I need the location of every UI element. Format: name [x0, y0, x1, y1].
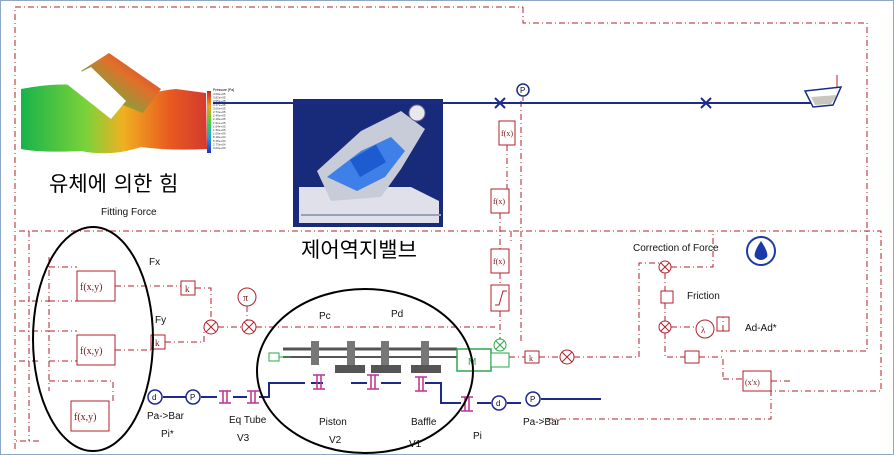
valve-cad-image	[293, 99, 443, 227]
pc-label: Pc	[319, 311, 331, 322]
svg-text:f(x,y): f(x,y)	[80, 346, 103, 357]
v3-label: V3	[237, 433, 250, 444]
korean-valve-title: 제어역지밸브	[301, 238, 417, 262]
baffle-label: Baffle	[411, 417, 437, 428]
correction-of-force-label: Correction of Force	[633, 243, 719, 254]
cfd-pressure-image	[21, 53, 211, 154]
svg-text:f(x,y): f(x,y)	[80, 282, 103, 293]
pd-label: Pd	[391, 309, 403, 320]
svg-text:P: P	[530, 395, 535, 404]
svg-text:P: P	[520, 86, 525, 95]
legend-title: Pressure [Pa]	[213, 88, 234, 92]
mass-block: M	[456, 338, 510, 372]
main-hydraulic-line	[213, 75, 843, 109]
fitting-force-ellipse	[32, 226, 154, 452]
pi-label: Pi	[473, 431, 482, 442]
legend-value: 2.73e+04	[213, 142, 226, 146]
v1-label: V1	[409, 439, 422, 450]
fx-label: Fx	[149, 257, 160, 268]
legend-value: 2.46e+05	[213, 114, 226, 118]
fy-label: Fy	[155, 315, 166, 326]
valve-mechanism	[268, 341, 457, 373]
sum-junction-1	[203, 319, 219, 335]
pi-star-label: Pi*	[161, 429, 174, 440]
pa-bar-left-label: Pa->Bar	[147, 411, 185, 422]
svg-text:k: k	[155, 338, 160, 348]
fx-block-3: f(x)	[490, 248, 510, 274]
pa-bar-right-label: Pa->Bar	[523, 417, 561, 428]
fx-block-2: f(x)	[490, 188, 510, 214]
sum-junction-2	[241, 319, 257, 335]
legend-value: 1.09e+05	[213, 132, 226, 136]
svg-text:f(x): f(x)	[493, 197, 505, 206]
hydraulic-oil-icon	[746, 236, 776, 266]
v2-label: V2	[329, 435, 342, 446]
korean-force-title: 유체에 의한 힘	[49, 172, 178, 196]
gain-block-mid: k	[524, 350, 540, 364]
svg-text:f(x): f(x)	[493, 257, 505, 266]
legend-value: 1.91e+05	[213, 121, 226, 125]
signal-lines-outer	[14, 6, 882, 449]
svg-text:k: k	[185, 284, 190, 294]
pi-constant-block: π	[237, 287, 257, 307]
svg-text:k: k	[529, 354, 533, 363]
legend-value: 4.09e+05	[213, 92, 226, 96]
valve-mechanism-ellipse	[256, 288, 474, 454]
legend-value: 3.00e+05	[213, 106, 226, 110]
svg-text:f(x): f(x)	[501, 129, 513, 138]
legend-value: 3.27e+05	[213, 103, 226, 107]
svg-text:π: π	[243, 293, 248, 304]
legend-value: 3.55e+05	[213, 99, 226, 103]
pressure-legend: Pressure [Pa]4.09e+053.82e+053.55e+053.2…	[213, 88, 234, 150]
fx-block-1: f(x)	[498, 120, 516, 146]
sum-junction-3	[559, 349, 575, 365]
svg-text:P: P	[190, 393, 195, 402]
ad-ad-label: Ad-Ad*	[745, 323, 777, 334]
legend-value: 3.82e+05	[213, 96, 226, 100]
svg-text:λ: λ	[701, 325, 706, 335]
legend-value: 0.00e+00	[213, 146, 226, 150]
fitting-force-label: Fitting Force	[101, 207, 157, 218]
legend-value: 2.18e+05	[213, 117, 226, 121]
svg-text:d: d	[152, 393, 156, 402]
legend-value: 8.18e+04	[213, 135, 226, 139]
svg-text:f(x,y): f(x,y)	[74, 412, 97, 423]
saturation-block	[490, 284, 510, 312]
pressure-sensor-top: P	[516, 83, 530, 101]
eq-tube-label: Eq Tube	[229, 415, 267, 426]
svg-text:(x'x): (x'x)	[745, 378, 760, 387]
correction-of-force-group: λ (x'x)	[658, 231, 791, 392]
legend-value: 2.73e+05	[213, 110, 226, 114]
legend-value: 1.36e+05	[213, 128, 226, 132]
fitting-force-group: f(x,y) f(x,y) f(x,y)	[19, 257, 181, 432]
gain-block-fx: k	[180, 280, 196, 296]
legend-value: 5.45e+04	[213, 139, 226, 143]
legend-value: 1.64e+05	[213, 124, 226, 128]
svg-text:d: d	[496, 399, 500, 408]
piston-label: Piston	[319, 417, 347, 428]
friction-label: Friction	[687, 291, 720, 302]
